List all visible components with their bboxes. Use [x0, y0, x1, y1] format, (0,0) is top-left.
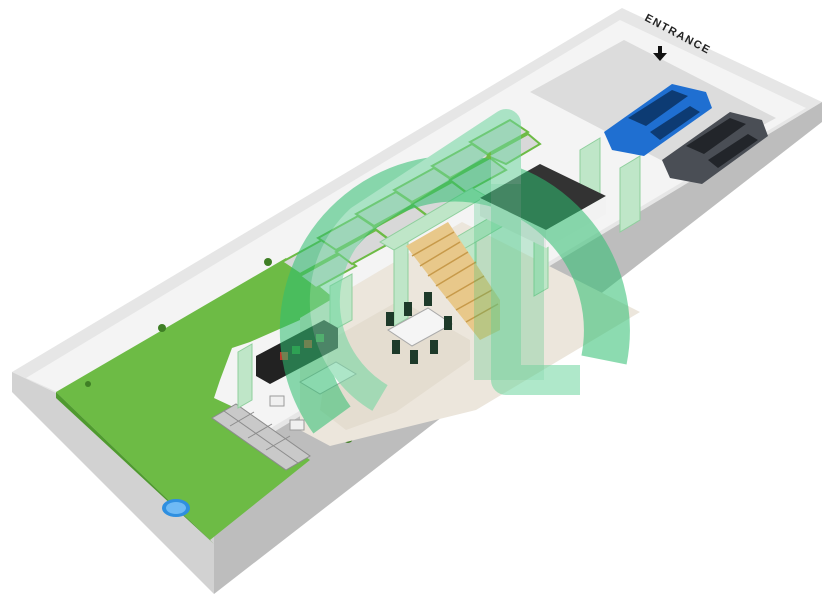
staircase	[406, 222, 500, 340]
car-grey	[662, 112, 768, 184]
patio-pavers	[211, 403, 311, 471]
plunge-pool	[162, 499, 190, 517]
garden-seating	[269, 395, 305, 431]
brand-watermark-logo	[279, 109, 630, 434]
arrow-down-icon	[653, 46, 667, 61]
car-blue	[604, 84, 712, 156]
dining-set	[386, 292, 453, 364]
